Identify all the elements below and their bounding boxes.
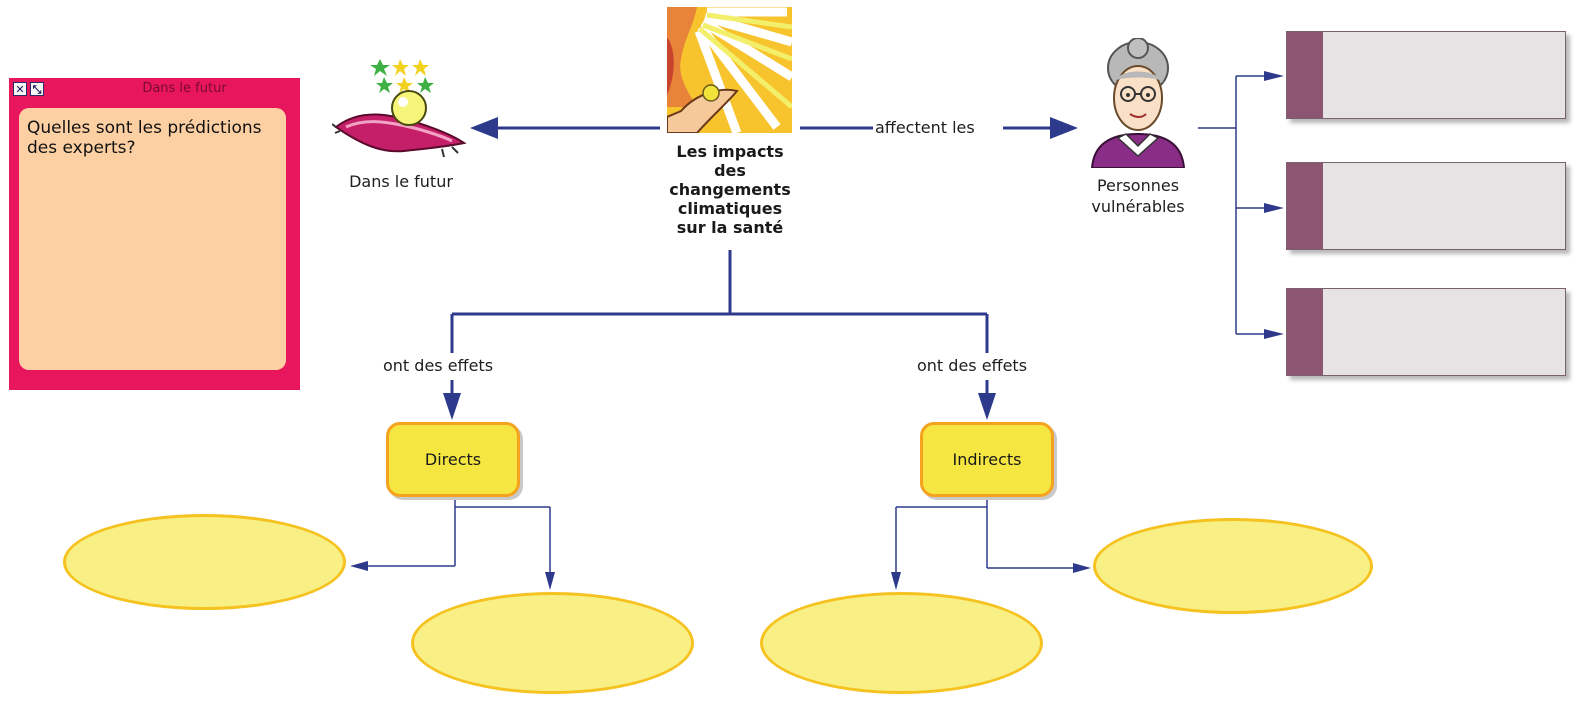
link-label-affect[interactable]: affectent les: [873, 118, 977, 137]
empty-ellipse-node[interactable]: [411, 592, 694, 694]
center-title-line: changements: [669, 180, 791, 199]
box-strip: [1287, 289, 1323, 375]
note-title-bar[interactable]: ✕ ⤡ Dans le futur: [9, 78, 300, 100]
link-label-effects-right[interactable]: ont des effets: [915, 356, 1030, 375]
center-node-title[interactable]: Les impacts des changements climatiques …: [640, 142, 820, 237]
empty-ellipse-node[interactable]: [1093, 518, 1373, 614]
note-window[interactable]: ✕ ⤡ Dans le futur Quelles sont les prédi…: [9, 78, 300, 390]
elderly-woman-icon[interactable]: [1084, 38, 1192, 168]
arrowhead-future: [470, 117, 498, 139]
center-title-line: des: [714, 161, 746, 180]
center-title-line: sur la santé: [676, 218, 784, 237]
vulnerable-label-line: vulnérables: [1091, 197, 1185, 216]
vulnerable-label-line: Personnes: [1096, 176, 1180, 195]
center-title-line: climatiques: [677, 199, 783, 218]
directs-node[interactable]: Directs: [386, 422, 520, 497]
box-strip: [1287, 163, 1323, 249]
empty-concept-box[interactable]: [1286, 162, 1566, 250]
empty-ellipse-node[interactable]: [63, 514, 346, 610]
box-strip: [1287, 32, 1323, 118]
link-label-effects-left[interactable]: ont des effets: [381, 356, 496, 375]
vulnerable-node-label[interactable]: Personnes vulnérables: [1064, 175, 1212, 217]
resize-icon[interactable]: ⤡: [30, 82, 44, 96]
empty-ellipse-node[interactable]: [760, 592, 1043, 694]
arrowhead-vulnerable: [1050, 117, 1078, 139]
magic-carpet-crystal-ball-icon: [332, 59, 467, 158]
empty-concept-box[interactable]: [1286, 31, 1566, 119]
center-title-line: Les impacts: [676, 142, 784, 161]
sun-hand-icon[interactable]: [667, 7, 792, 133]
close-icon[interactable]: ✕: [13, 82, 27, 96]
indirects-node[interactable]: Indirects: [920, 422, 1054, 497]
note-title: Dans le futur: [142, 81, 227, 96]
empty-concept-box[interactable]: [1286, 288, 1566, 376]
future-node-label: Dans le futur: [349, 172, 453, 191]
note-body[interactable]: Quelles sont les prédictions des experts…: [19, 108, 286, 370]
